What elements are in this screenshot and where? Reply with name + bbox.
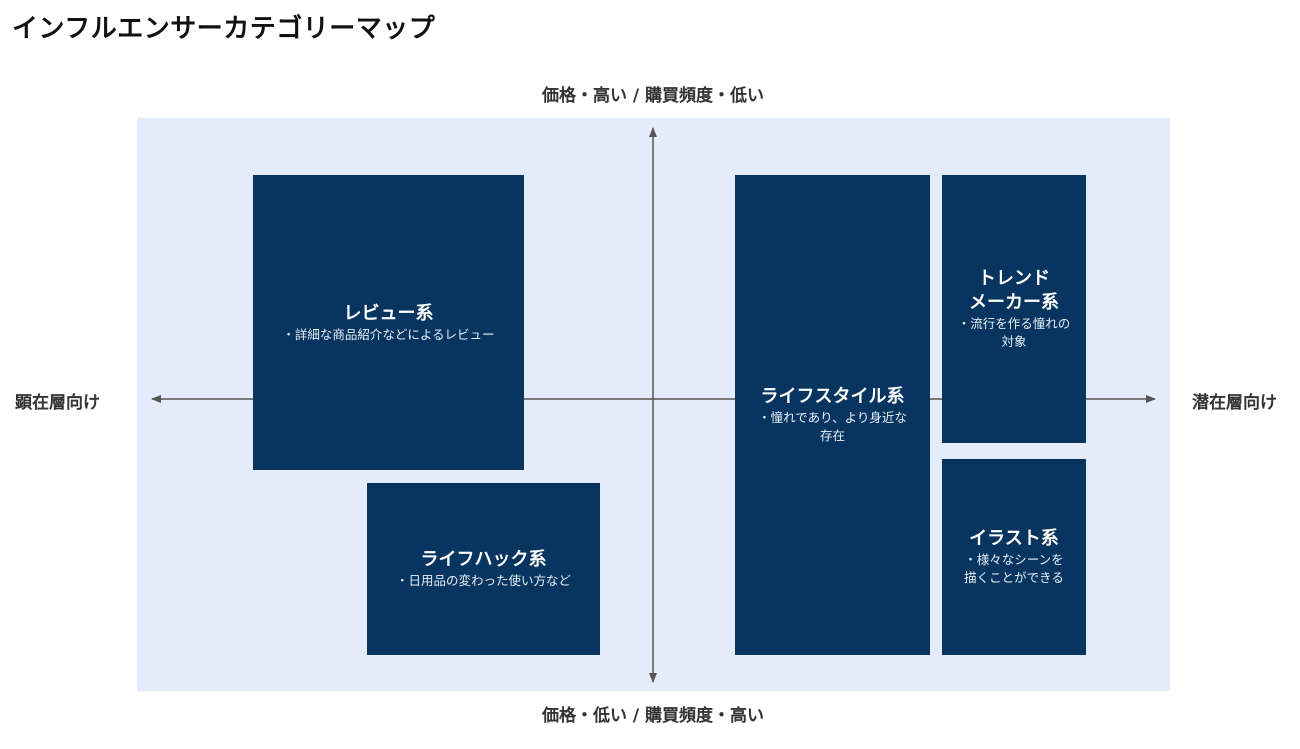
category-title: トレンド メーカー系: [969, 268, 1059, 313]
axis-label-left: 顕在層向け: [15, 393, 100, 413]
category-lifehack: ライフハック系 ・日用品の変わった使い方など: [367, 483, 600, 655]
axis-label-right: 潜在層向け: [1192, 393, 1277, 413]
axis-label-bottom: 価格・低い / 購買頻度・高い: [541, 706, 765, 726]
category-desc: ・様々なシーンを 描くことができる: [964, 552, 1064, 585]
category-desc: ・日用品の変わった使い方など: [395, 573, 571, 588]
category-desc: ・流行を作る憧れの 対象: [957, 316, 1071, 349]
category-title: レビュー系: [343, 302, 434, 324]
category-illust: イラスト系 ・様々なシーンを 描くことができる: [942, 459, 1086, 655]
page-title: インフルエンサーカテゴリーマップ: [12, 14, 436, 44]
category-review: レビュー系 ・詳細な商品紹介などによるレビュー: [253, 175, 524, 470]
category-title: イラスト系: [969, 528, 1059, 549]
category-desc: ・憧れであり、より身近な 存在: [758, 410, 907, 443]
category-title: ライフスタイル系: [760, 386, 905, 407]
category-title: ライフハック系: [420, 549, 547, 570]
category-desc: ・詳細な商品紹介などによるレビュー: [282, 326, 495, 342]
axis-label-top: 価格・高い / 購買頻度・低い: [541, 86, 765, 106]
category-trendmaker: トレンド メーカー系 ・流行を作る憧れの 対象: [942, 175, 1086, 443]
category-lifestyle: ライフスタイル系 ・憧れであり、より身近な 存在: [735, 175, 930, 655]
